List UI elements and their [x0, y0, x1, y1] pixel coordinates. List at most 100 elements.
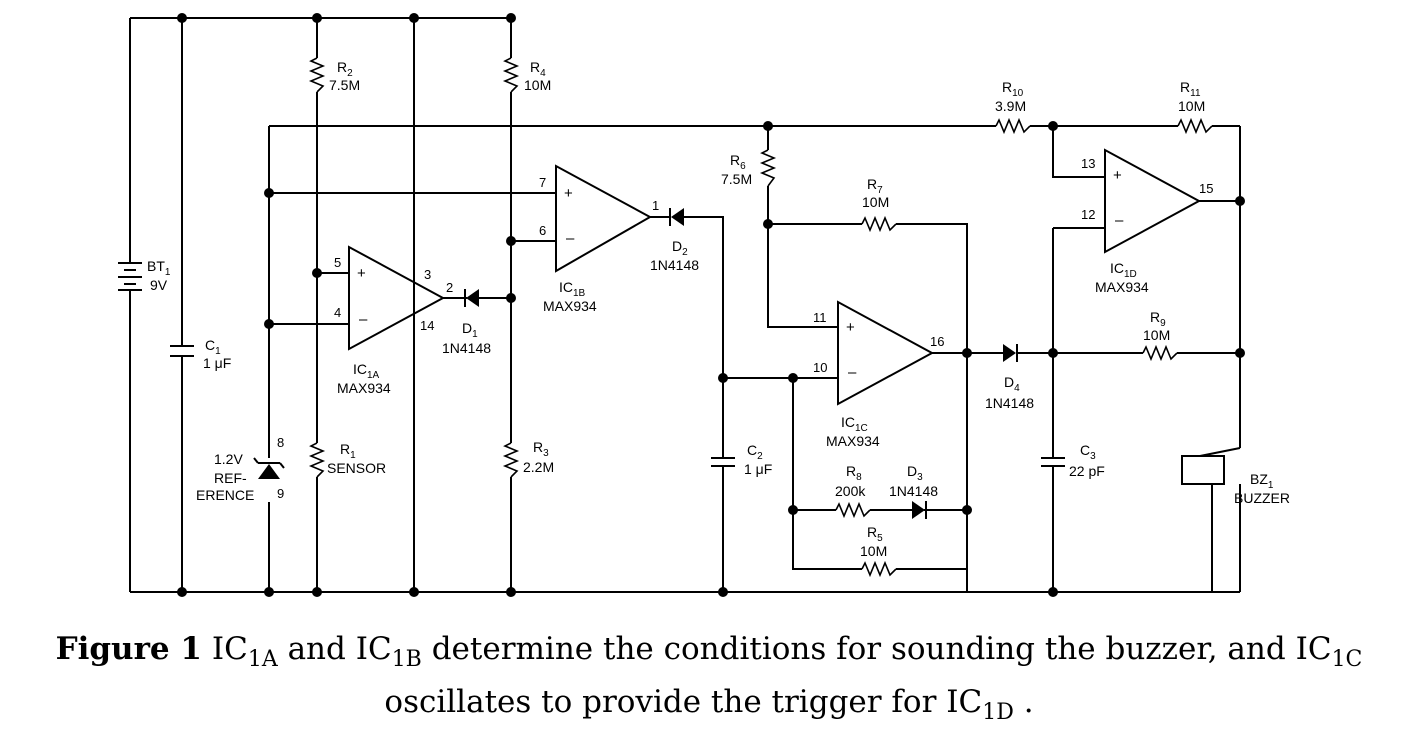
svg-text:D1: D1	[462, 320, 478, 340]
opamp-ic1c: + – IC1C MAX934	[826, 300, 935, 449]
pin-5: 5	[334, 255, 341, 270]
bz1-value: BUZZER	[1234, 490, 1290, 506]
pin-1: 1	[652, 198, 659, 213]
c1-ref: C	[205, 337, 215, 353]
battery-value: 9V	[150, 277, 168, 293]
figure-caption: Figure 1 IC1A and IC1B determine the con…	[0, 628, 1418, 734]
pin-numbers: 7 6 5 4 3 2 14 1 11 10 16 13 12 15	[334, 156, 1213, 375]
svg-text:IC1A: IC1A	[353, 361, 380, 381]
pin-13: 13	[1081, 156, 1095, 171]
opamp-ic1b: + – IC1B MAX934	[543, 164, 653, 314]
diode-d4: D4 1N4148	[985, 344, 1034, 411]
resistor-r7: R7 10M	[861, 176, 897, 233]
r9-sub: 9	[1160, 318, 1166, 329]
d4-sub: 4	[1014, 383, 1020, 394]
svg-text:R3: R3	[533, 439, 549, 459]
r2-ref: R	[337, 59, 347, 75]
svg-text:IC1D: IC1D	[1110, 260, 1137, 280]
r11-ref: R	[1180, 79, 1190, 95]
caption-ic-2: IC	[355, 631, 392, 667]
ref-pin-bottom: 9	[277, 486, 284, 501]
svg-text:D4: D4	[1004, 374, 1020, 394]
r9-value: 10M	[1143, 327, 1170, 343]
r2-sub: 2	[347, 68, 353, 79]
ic1b-sub: 1B	[573, 288, 586, 299]
resistor-r1: R1 SENSOR	[308, 441, 386, 478]
svg-text:BZ1: BZ1	[1250, 471, 1274, 491]
d1-ref: D	[462, 320, 472, 336]
r11-sub: 11	[1190, 88, 1201, 99]
ic1b-minus-sign: –	[566, 230, 575, 247]
wires	[129, 17, 1241, 593]
c3-value: 22 pF	[1069, 463, 1105, 479]
diode-d1: D1 1N4148	[442, 289, 491, 356]
d3-value: 1N4148	[889, 483, 938, 499]
ic1d-ref: IC	[1110, 260, 1124, 276]
svg-text:R4: R4	[530, 59, 546, 79]
ref-pin-top: 8	[277, 435, 284, 450]
r6-ref: R	[730, 152, 740, 168]
d2-value: 1N4148	[650, 257, 699, 273]
d2-sub: 2	[682, 247, 688, 258]
svg-text:R7: R7	[867, 176, 883, 196]
ref-line3: ERENCE	[196, 487, 254, 503]
caption-ic-4: IC	[946, 684, 983, 721]
pin-11: 11	[813, 310, 827, 325]
ref-line2: REF-	[214, 470, 247, 486]
c2-ref: C	[747, 442, 757, 458]
ic1a-ref: IC	[353, 361, 367, 377]
r8-sub: 8	[856, 472, 862, 483]
svg-text:R1: R1	[340, 441, 356, 461]
svg-text:D3: D3	[907, 463, 923, 483]
ic1d-minus-sign: –	[1115, 212, 1124, 229]
svg-text:IC1B: IC1B	[559, 279, 586, 299]
d3-ref: D	[907, 463, 917, 479]
r4-ref: R	[530, 59, 540, 75]
svg-text:R2: R2	[337, 59, 353, 79]
svg-text:R8: R8	[846, 463, 862, 483]
resistor-r4: R4 10M	[502, 57, 551, 93]
capacitor-c1: C1 1 μF	[170, 337, 231, 371]
r2-value: 7.5M	[329, 77, 360, 93]
svg-text:R5: R5	[867, 524, 883, 544]
r10-value: 3.9M	[995, 98, 1026, 114]
pin-15: 15	[1199, 181, 1213, 196]
resistor-r8: R8 200k	[835, 463, 871, 519]
caption-ic-3: IC	[1295, 631, 1332, 667]
svg-text:R6: R6	[730, 152, 746, 172]
pin-12: 12	[1081, 207, 1095, 222]
ic1a-part: MAX934	[337, 380, 391, 396]
svg-text:C1: C1	[205, 337, 221, 357]
caption-text-1: and	[277, 631, 356, 667]
svg-text:R11: R11	[1180, 79, 1201, 99]
caption-sub-1d: 1D	[982, 700, 1014, 726]
battery-ref: BT	[147, 258, 165, 274]
pin-2: 2	[446, 280, 453, 295]
ic1b-plus-sign: +	[564, 185, 573, 202]
pin-14: 14	[420, 318, 434, 333]
c3-ref: C	[1080, 442, 1090, 458]
r6-sub: 6	[740, 161, 746, 172]
d1-sub: 1	[472, 329, 478, 340]
ic1d-sub: 1D	[1124, 269, 1137, 280]
pin-3: 3	[424, 267, 431, 282]
bz1-sub: 1	[1268, 480, 1274, 491]
r8-value: 200k	[835, 483, 866, 499]
ic1a-sub: 1A	[367, 370, 380, 381]
ic1c-sub: 1C	[855, 423, 868, 434]
ic1a-minus-sign: –	[359, 311, 368, 328]
r8-ref: R	[846, 463, 856, 479]
resistor-r2: R2 7.5M	[308, 57, 360, 93]
ic1b-ref: IC	[559, 279, 573, 295]
r5-ref: R	[867, 524, 877, 540]
r10-sub: 10	[1012, 88, 1024, 99]
pin-4: 4	[334, 305, 341, 320]
resistor-r6: R6 7.5M	[721, 149, 777, 187]
c2-sub: 2	[757, 451, 763, 462]
caption-sub-1a: 1A	[247, 647, 278, 673]
r11-value: 10M	[1178, 98, 1205, 114]
caption-sub-1c: 1C	[1331, 647, 1363, 673]
opamp-ic1a: + – IC1A MAX934	[337, 245, 446, 396]
resistor-r11: R11 10M	[1177, 79, 1213, 135]
c1-value: 1 μF	[203, 355, 231, 371]
